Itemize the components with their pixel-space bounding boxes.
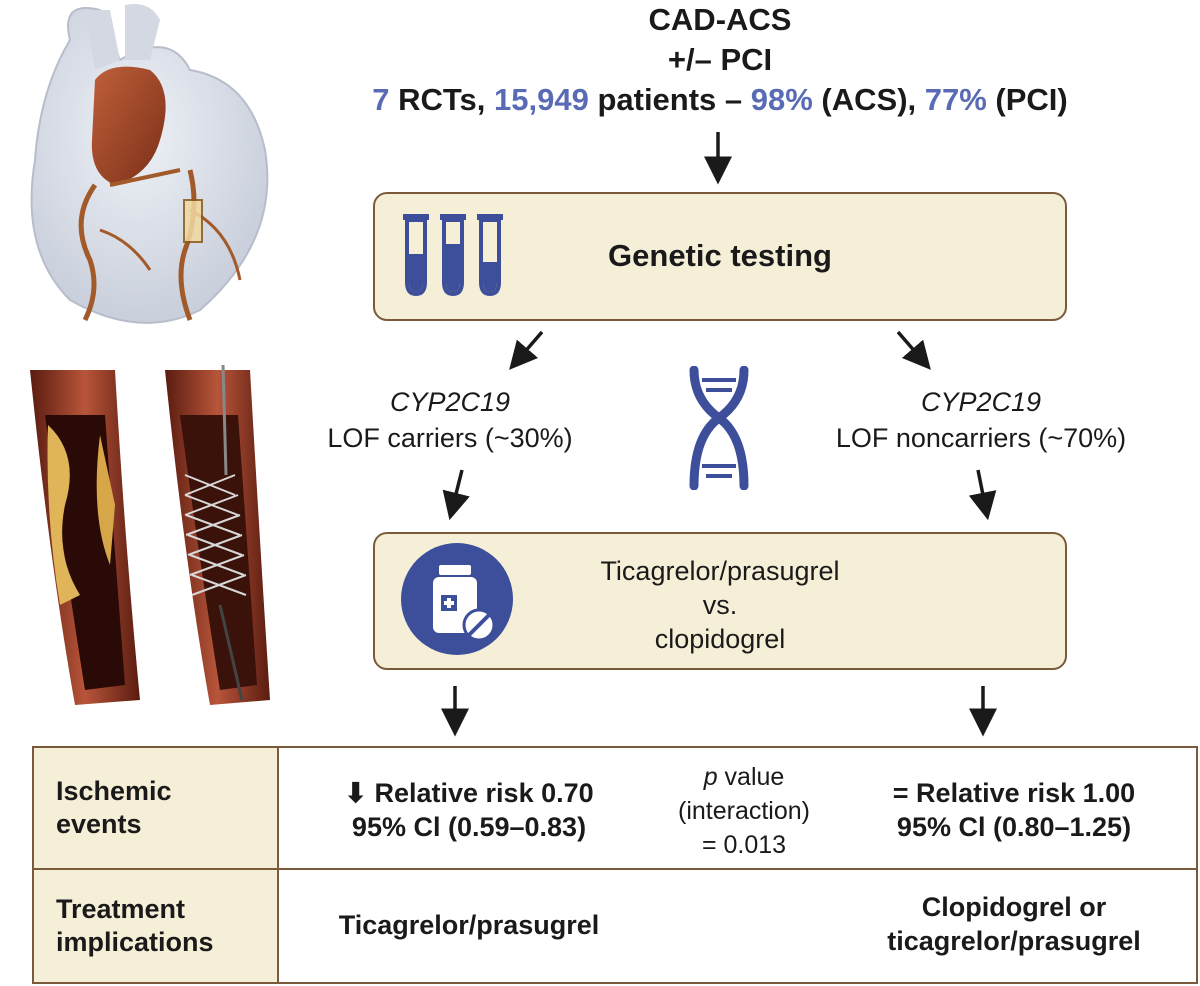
noncarriers-recommendation-line1: Clopidogrel or xyxy=(921,892,1107,922)
population-title: CAD-ACS +/– PCI 7 RCTs, 15,949 patients … xyxy=(330,0,1110,120)
ischemic-header-line2: events xyxy=(56,809,142,839)
artery-illustration xyxy=(30,365,270,705)
carriers-gene: CYP2C19 xyxy=(389,387,511,417)
treatment-comparison-box: Ticagrelor/prasugrel vs. clopidogrel xyxy=(373,532,1067,670)
treatment-implications-row: Treatment implications Ticagrelor/prasug… xyxy=(32,868,1198,984)
ischemic-header-line1: Ischemic xyxy=(56,776,172,806)
ischemic-events-values: ⬇ Relative risk 0.70 95% Cl (0.59–0.83) … xyxy=(277,746,1198,870)
carriers-relative-risk: Relative risk 0.70 xyxy=(366,778,594,808)
treatment-implications-header: Treatment implications xyxy=(32,868,279,984)
arrow-noncarriers-to-treatment xyxy=(968,469,997,521)
noncarriers-relative-risk: = Relative risk 1.00 xyxy=(892,778,1136,808)
p-value-number: = 0.013 xyxy=(701,831,787,859)
lof-carriers-label: CYP2C19 LOF carriers (~30%) xyxy=(290,384,610,456)
acs-label: (ACS), xyxy=(812,82,925,117)
test-tubes-icon xyxy=(403,214,503,297)
noncarriers-text: LOF noncarriers (~70%) xyxy=(835,423,1127,453)
rcts-count: 7 xyxy=(372,82,390,117)
implications-header-line2: implications xyxy=(56,927,214,957)
noncarriers-recommendation: Clopidogrel or ticagrelor/prasugrel xyxy=(864,890,1164,958)
acs-percent: 98% xyxy=(750,82,813,117)
p-symbol: p xyxy=(703,763,718,791)
ischemic-events-header: Ischemic events xyxy=(32,746,279,870)
arrow-testing-to-carriers xyxy=(509,330,544,370)
ischemic-events-row: Ischemic events ⬇ Relative risk 0.70 95%… xyxy=(32,746,1198,870)
arrow-carriers-to-treatment xyxy=(442,469,470,521)
arrow-testing-to-noncarriers xyxy=(896,330,931,370)
treatment-implications-values: Ticagrelor/prasugrel Clopidogrel or tica… xyxy=(277,868,1198,984)
carriers-ci: 95% Cl (0.59–0.83) xyxy=(351,812,587,842)
treatment-comparison-text: Ticagrelor/prasugrel vs. clopidogrel xyxy=(545,554,895,656)
treatment-line1: Ticagrelor/prasugrel xyxy=(600,556,840,586)
population-stats: 7 RCTs, 15,949 patients – 98% (ACS), 77%… xyxy=(330,80,1110,120)
pci-percent: 77% xyxy=(924,82,987,117)
treatment-line3: clopidogrel xyxy=(654,624,786,654)
genetic-testing-box: Genetic testing xyxy=(373,192,1067,321)
population-line1: CAD-ACS xyxy=(648,2,792,37)
noncarriers-gene: CYP2C19 xyxy=(920,387,1042,417)
heart-illustration xyxy=(30,4,269,324)
noncarriers-ci: 95% Cl (0.80–1.25) xyxy=(896,812,1132,842)
rcts-label: RCTs, xyxy=(389,82,494,117)
flow-arrows xyxy=(441,132,997,737)
noncarriers-risk-result: = Relative risk 1.00 95% Cl (0.80–1.25) xyxy=(864,776,1164,844)
carriers-risk-result: ⬇ Relative risk 0.70 95% Cl (0.59–0.83) xyxy=(299,776,639,844)
patients-count: 15,949 xyxy=(494,82,589,117)
p-interaction-label: (interaction) xyxy=(678,797,810,825)
genetic-testing-label: Genetic testing xyxy=(608,238,832,273)
lof-noncarriers-label: CYP2C19 LOF noncarriers (~70%) xyxy=(800,384,1162,456)
decrease-arrow-icon: ⬇ xyxy=(344,778,367,808)
treatment-line2: vs. xyxy=(702,590,738,620)
pci-label: (PCI) xyxy=(986,82,1068,117)
implications-header-line1: Treatment xyxy=(56,894,186,924)
population-line2: +/– PCI xyxy=(667,42,773,77)
interaction-p-value: p value (interaction) = 0.013 xyxy=(649,760,839,862)
noncarriers-recommendation-line2: ticagrelor/prasugrel xyxy=(887,926,1141,956)
results-table: Ischemic events ⬇ Relative risk 0.70 95%… xyxy=(32,746,1198,984)
carriers-text: LOF carriers (~30%) xyxy=(327,423,573,453)
dna-icon xyxy=(689,366,749,490)
pill-bottle-icon xyxy=(401,543,513,655)
patients-label: patients – xyxy=(588,82,751,117)
p-value-label: value xyxy=(717,763,785,791)
carriers-recommendation: Ticagrelor/prasugrel xyxy=(338,910,600,940)
